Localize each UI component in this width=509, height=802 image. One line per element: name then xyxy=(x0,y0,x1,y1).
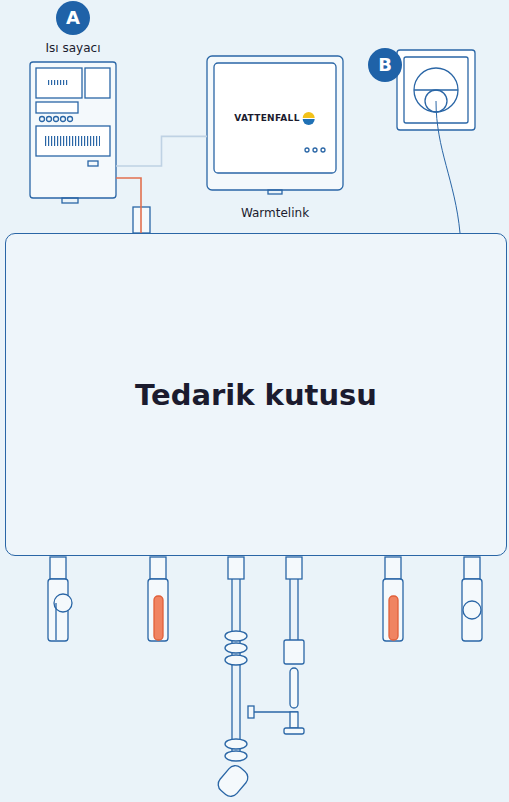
supply-box: Tedarik kutusu xyxy=(5,233,507,556)
logo-mark xyxy=(303,112,315,118)
device-label: Isı sayacı xyxy=(46,41,101,55)
callout-badge: B xyxy=(368,48,402,82)
callout-letter: A xyxy=(56,1,90,35)
callout-letter: B xyxy=(368,48,402,82)
warmtelink-device: VATTENFALLWarmtelink xyxy=(207,56,343,190)
cable xyxy=(116,178,141,233)
callout-badge: A xyxy=(56,1,90,35)
box-title: Tedarik kutusu xyxy=(135,378,377,412)
logo-mark xyxy=(303,119,315,125)
device-label: Warmtelink xyxy=(241,206,309,220)
cable xyxy=(116,136,207,166)
brand-logo-text: VATTENFALL xyxy=(234,113,299,123)
heat-meter: Isı sayacı xyxy=(30,62,116,198)
